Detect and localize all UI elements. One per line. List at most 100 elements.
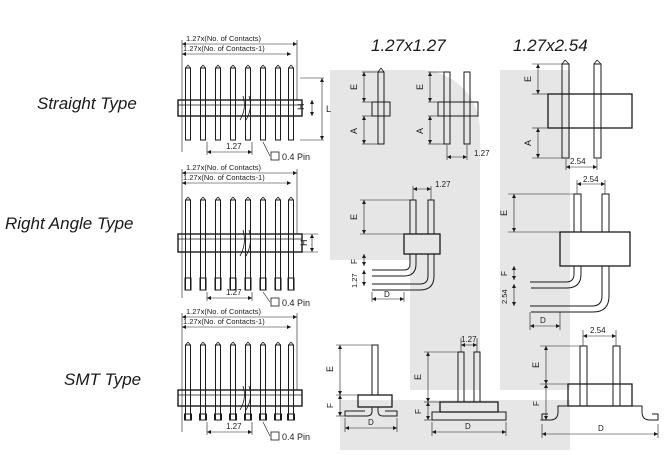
pin-tip (232, 64, 236, 69)
side-pin (612, 345, 621, 407)
side-pin (371, 344, 379, 396)
dim-pitch-text: 2.54 (590, 326, 606, 335)
pin-note-text: 0.4 Pin (282, 432, 310, 442)
arrow-head (338, 412, 342, 416)
pin-foot (199, 277, 207, 291)
pin-7 (275, 67, 281, 141)
pin-tip (200, 196, 204, 201)
arrow-head (362, 230, 366, 234)
arrow-head (248, 150, 252, 154)
arrow-head (512, 284, 516, 288)
pin-foot (287, 277, 295, 291)
arrow-head (345, 426, 349, 430)
pin-foot (184, 277, 192, 291)
arrow-head (601, 182, 605, 186)
arrow-head (393, 426, 397, 430)
arrow-head (654, 432, 658, 436)
pin-tip (380, 67, 385, 73)
side-body (357, 394, 393, 408)
pin-tip (288, 64, 292, 69)
dim-e-text: E (531, 362, 541, 368)
smt-lead (344, 407, 373, 417)
pin-tip (260, 196, 264, 201)
dim-a-text: A (415, 128, 425, 134)
arrow-head (287, 181, 291, 185)
arrow-head (182, 325, 186, 329)
pin-4 (230, 344, 236, 421)
pin-tip (288, 196, 292, 201)
pin-tip (245, 64, 249, 69)
arrow-head (432, 430, 436, 434)
break-line (245, 229, 251, 257)
arrow-head (542, 432, 546, 436)
arrow-head (428, 140, 432, 144)
pin-tip (217, 64, 221, 69)
smt-lead (377, 407, 398, 417)
pin-foot (229, 277, 237, 291)
arrow-head (427, 187, 431, 191)
dim-f-text: F (500, 271, 509, 276)
arrow-head (372, 297, 376, 301)
overall-dim-text: 1.27x(No. of Contacts) (186, 307, 262, 316)
bent-pin (372, 254, 435, 291)
pin-tip (262, 64, 266, 69)
break-line (245, 385, 251, 411)
pin-tip (200, 64, 204, 69)
pin-pad (229, 413, 237, 421)
dim-h-text: H (299, 240, 309, 247)
pin-tip (230, 64, 234, 69)
pin-tip (230, 196, 234, 201)
arrow-head (320, 136, 324, 140)
dim-e-text: E (523, 76, 533, 82)
arrow-head (544, 346, 548, 350)
dim-l-text: L (326, 104, 331, 114)
pin-3 (215, 67, 221, 141)
arrow-head (426, 416, 430, 420)
pin-7 (275, 199, 281, 291)
dim-d-text: D (598, 424, 604, 433)
dim-pitch-text: 1.27 (474, 149, 490, 158)
arrow-head (530, 324, 534, 328)
leader-line (262, 141, 271, 157)
dim-pitch-text: 2.54 (570, 157, 586, 166)
dim-rh-text: 2.54 (500, 289, 509, 304)
arrow-head (536, 64, 540, 68)
row-label-smt: SMT Type (64, 370, 142, 389)
arrow-head (512, 228, 516, 232)
arrow-head (310, 248, 314, 252)
bent-pin (530, 266, 575, 283)
pin-tip (215, 64, 219, 69)
pin-tip (277, 196, 281, 201)
arrow-head (207, 296, 211, 300)
dim-f-text: F (414, 409, 423, 414)
pin-1 (185, 199, 191, 291)
arrow-head (293, 315, 297, 319)
pin-tip (202, 196, 206, 201)
arrow-head (338, 391, 342, 395)
leader-line (262, 291, 271, 303)
pin-note-text: 0.4 Pin (282, 152, 310, 162)
dim-e-text: E (499, 210, 509, 216)
arrow-head (536, 154, 540, 158)
pin-tip (202, 341, 206, 346)
break-line (239, 385, 245, 411)
pin-tip (290, 196, 294, 201)
arrow-head (310, 100, 314, 104)
pin-3 (215, 199, 221, 291)
pin-tip (277, 341, 281, 346)
overall-dim-text: 1.27x(No. of Contacts) (186, 163, 262, 172)
side-pin (579, 345, 588, 407)
pin-tip (277, 64, 281, 69)
arrow-head (536, 128, 540, 132)
arrow-head (463, 155, 467, 159)
arrow-head (207, 430, 211, 434)
pin-tip (593, 59, 598, 65)
pin-tip (247, 196, 251, 201)
pin-tip (232, 341, 236, 346)
arrow-head (362, 72, 366, 76)
bent-pin (372, 254, 429, 285)
dim-e-text: E (349, 84, 359, 90)
pin-tip (561, 59, 566, 65)
pin-tip (288, 341, 292, 346)
